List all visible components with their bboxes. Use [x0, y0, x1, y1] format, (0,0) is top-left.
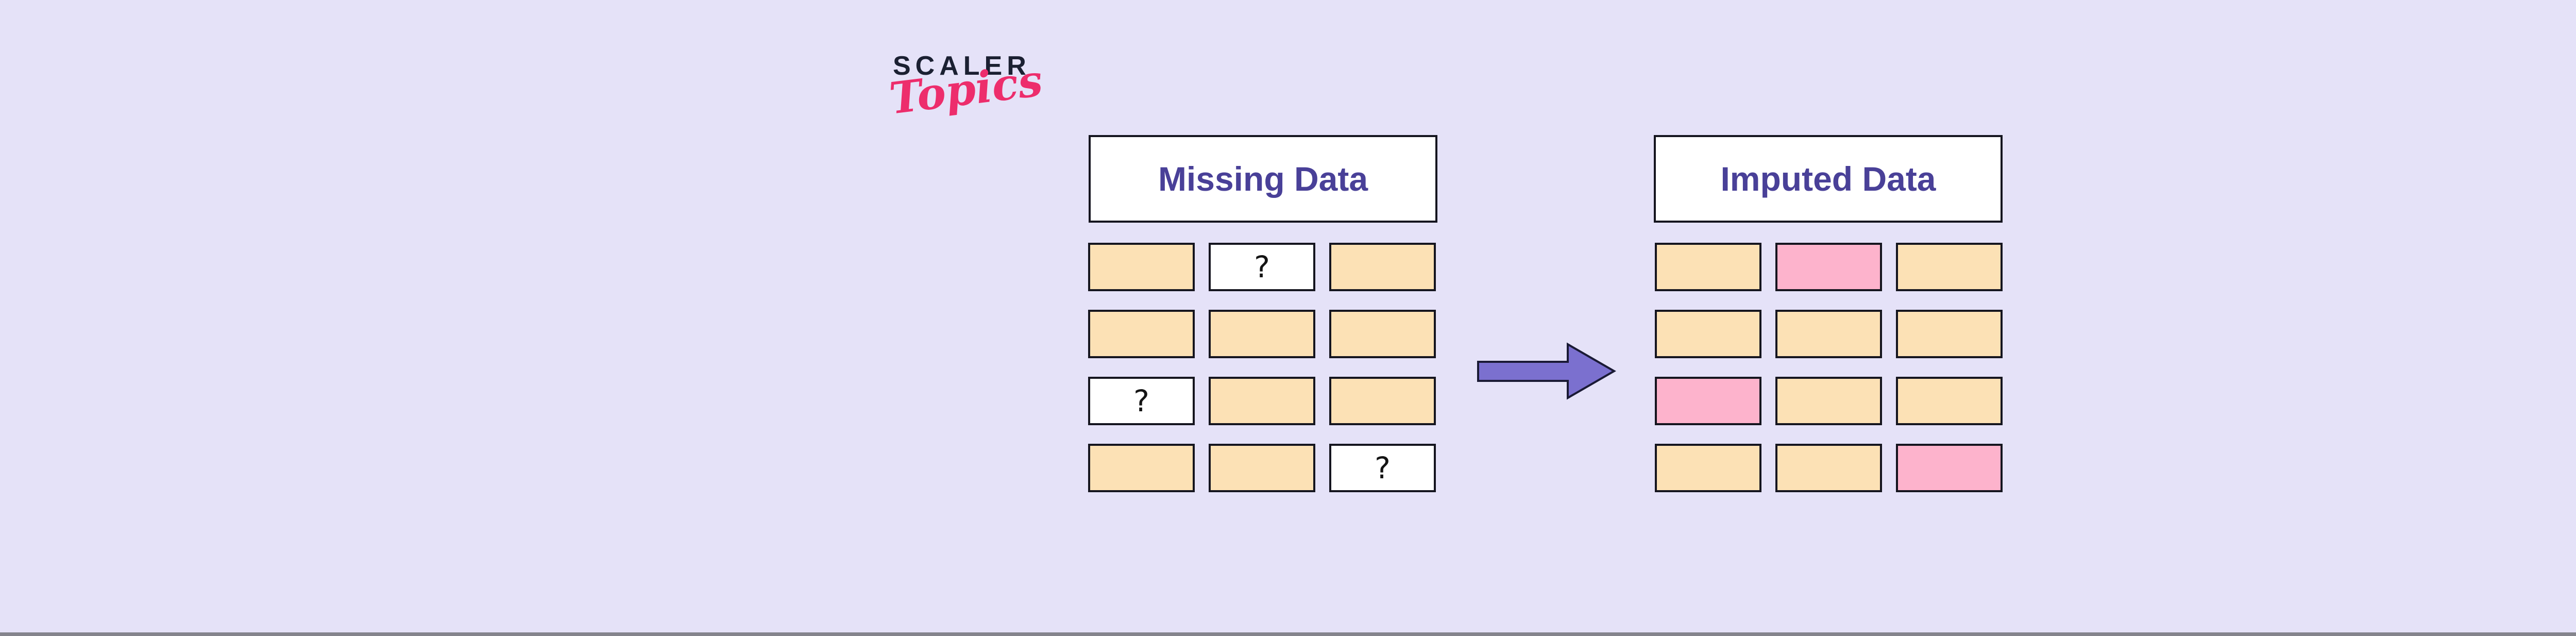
grid-cell-missing: ?	[1088, 377, 1195, 425]
grid-cell-imputed	[1655, 377, 1761, 425]
grid-cell-present	[1775, 444, 1882, 492]
grid-cell-present	[1329, 377, 1436, 425]
logo-brand-text: SCALER	[893, 51, 1031, 81]
grid-cell-missing: ?	[1209, 243, 1315, 291]
grid-cell-present	[1209, 444, 1315, 492]
scaler-topics-logo: SCALER Topics	[887, 51, 1045, 143]
grid-cell-present	[1329, 243, 1436, 291]
grid-cell-present	[1655, 444, 1761, 492]
grid-cell-present	[1655, 310, 1761, 358]
grid-cell-present	[1775, 310, 1882, 358]
imputed-data-title-box: Imputed Data	[1654, 135, 2003, 223]
grid-cell-imputed	[1775, 243, 1882, 291]
imputed-data-title: Imputed Data	[1720, 160, 1936, 198]
grid-cell-imputed	[1896, 444, 2003, 492]
grid-cell-present	[1896, 243, 2003, 291]
imputed-data-grid	[1655, 243, 2003, 492]
grid-cell-present	[1329, 310, 1436, 358]
missing-data-title-box: Missing Data	[1089, 135, 1437, 223]
grid-cell-present	[1209, 377, 1315, 425]
grid-cell-present	[1775, 377, 1882, 425]
grid-cell-present	[1896, 377, 2003, 425]
missing-data-title: Missing Data	[1158, 160, 1368, 198]
footer-bar	[0, 632, 2576, 636]
grid-cell-present	[1088, 243, 1195, 291]
grid-cell-present	[1088, 310, 1195, 358]
grid-cell-present	[1088, 444, 1195, 492]
grid-cell-present	[1655, 243, 1761, 291]
grid-cell-present	[1896, 310, 2003, 358]
missing-data-grid: ???	[1088, 243, 1436, 492]
grid-cell-missing: ?	[1329, 444, 1436, 492]
right-arrow-icon	[1477, 342, 1616, 400]
grid-cell-present	[1209, 310, 1315, 358]
